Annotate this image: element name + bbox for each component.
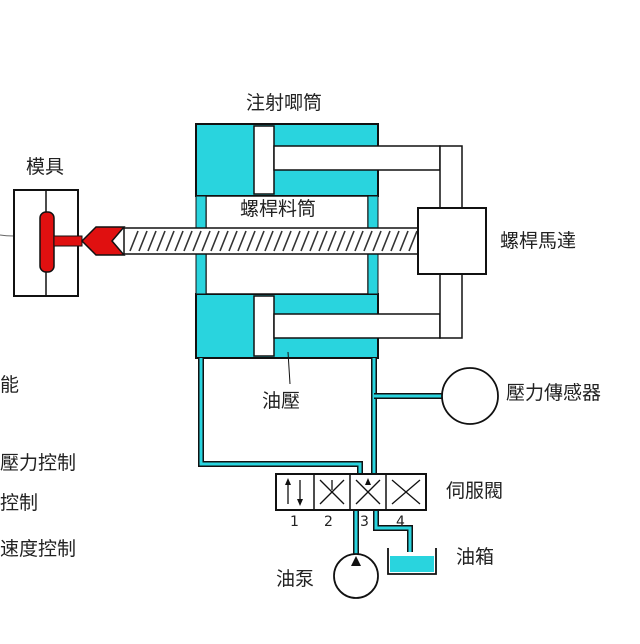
screw-flight [282, 230, 292, 252]
valve-port-1: 1 [290, 514, 299, 530]
screw-flight [273, 230, 283, 252]
screw-motor [417, 207, 487, 275]
screw-flight [372, 230, 382, 252]
left-fragment-3: 控制 [0, 492, 39, 514]
screw-flight [300, 230, 310, 252]
screw-flight [291, 230, 301, 252]
lower-piston [253, 295, 275, 357]
sprue [53, 235, 83, 247]
mold-label: 模具 [26, 156, 65, 178]
screw-flight [336, 230, 346, 252]
lower-piston-rod [273, 313, 441, 339]
left-fragment-1: 能 [0, 374, 20, 396]
oil-tank [387, 548, 437, 575]
screw-flight [246, 230, 256, 252]
injection-cylinder [195, 123, 441, 359]
screw-flight [318, 230, 328, 252]
screw-flight [363, 230, 373, 252]
oil-tank-label: 油箱 [456, 546, 495, 568]
screw-flight [408, 230, 418, 252]
screw-flight [192, 230, 202, 252]
screw-flight [147, 230, 157, 252]
hydraulic-lines [198, 351, 444, 556]
screw-flight [129, 230, 139, 252]
valve-port-4: 4 [396, 514, 405, 530]
screw-flight [210, 230, 220, 252]
screw-flight [399, 230, 409, 252]
screw-flight [255, 230, 265, 252]
screw-flight [165, 230, 175, 252]
screw-flight [183, 230, 193, 252]
pressure-sensor [441, 367, 499, 425]
screw-flight [390, 230, 400, 252]
servo-valve [275, 473, 427, 511]
left-fragment-4: 速度控制 [0, 538, 77, 560]
screw-flight [309, 230, 319, 252]
screw-flight [228, 230, 238, 252]
pressure-sensor-label: 壓力傳感器 [506, 382, 602, 404]
screw-flight [237, 230, 247, 252]
screw-flight [264, 230, 274, 252]
screw-motor-label: 螺桿馬達 [500, 230, 577, 252]
valve-port-3: 3 [360, 514, 369, 530]
mold-cavity [39, 211, 55, 273]
upper-piston-rod [273, 145, 441, 171]
screw-flight [174, 230, 184, 252]
screw-flight [354, 230, 364, 252]
screw-flight [345, 230, 355, 252]
mold [0, 189, 83, 297]
injection-cylinder-label: 注射唧筒 [246, 92, 323, 114]
screw-flight [327, 230, 337, 252]
screw-barrel-label: 螺桿料筒 [240, 198, 317, 220]
oil-pressure-label: 油壓 [262, 390, 301, 412]
screw-flight [201, 230, 211, 252]
nozzle [80, 226, 126, 256]
servo-valve-label: 伺服閥 [446, 480, 504, 502]
screw-flight [156, 230, 166, 252]
screw-flight [381, 230, 391, 252]
upper-piston [253, 125, 275, 195]
screw-flight [219, 230, 229, 252]
screw-flight [138, 230, 148, 252]
left-fragment-2: 壓力控制 [0, 452, 77, 474]
oil-pump-label: 油泵 [276, 568, 315, 590]
oil-pump [333, 553, 379, 599]
valve-port-2: 2 [324, 514, 333, 530]
screw [123, 227, 419, 255]
